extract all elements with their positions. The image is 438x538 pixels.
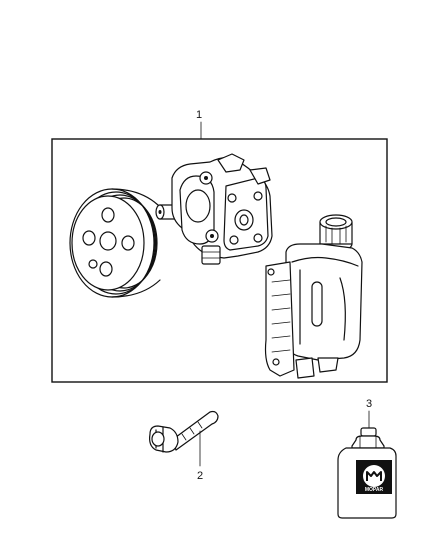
pulley-icon (69, 188, 161, 298)
brand-logo-text: MOPAR (365, 487, 384, 493)
bolt-icon (149, 410, 219, 453)
fluid-reservoir-icon (264, 214, 363, 379)
callout-3-label: 3 (366, 398, 372, 410)
assembly-frame (51, 138, 388, 383)
callout-2-label: 2 (197, 470, 203, 482)
brand-logo-icon: MOPAR (356, 460, 392, 494)
callout-1-label: 1 (196, 109, 202, 121)
power-steering-pump-icon (155, 153, 273, 265)
fluid-bottle-icon: MOPAR (337, 427, 397, 519)
